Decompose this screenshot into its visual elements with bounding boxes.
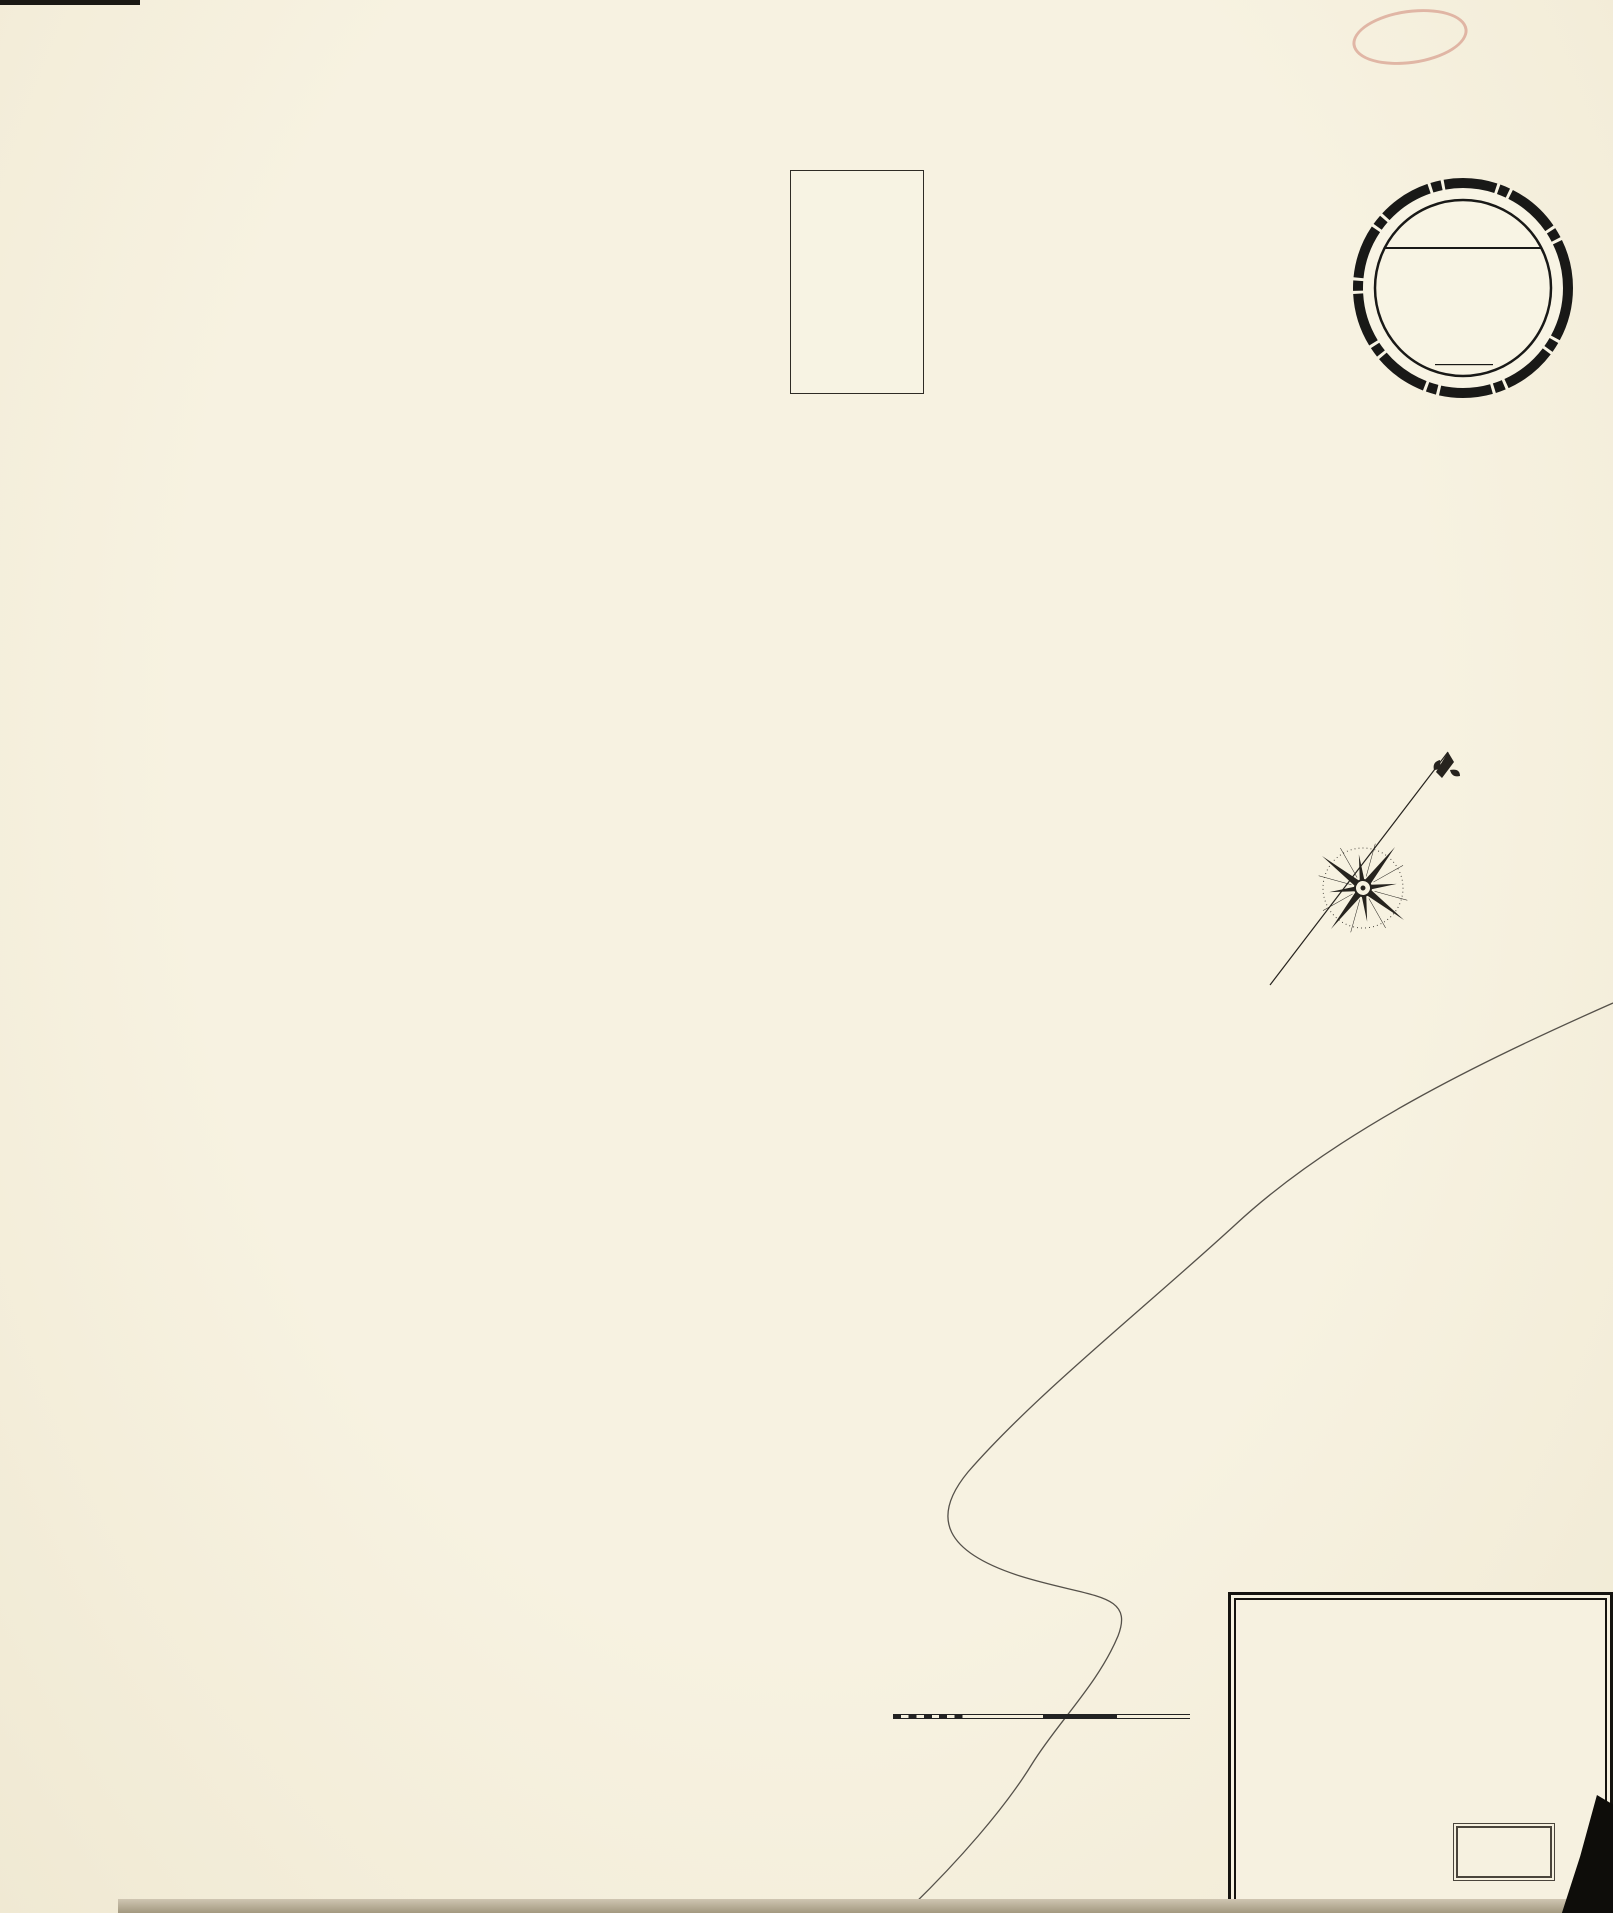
map-division-stamp (1453, 1823, 1555, 1881)
sanborn-logo (1353, 178, 1573, 398)
scale-seg-4 (1117, 1714, 1190, 1719)
scale-seg-1 (893, 1714, 970, 1719)
compass-rose (1269, 751, 1460, 986)
key-legend (790, 170, 924, 394)
paper-bottom-edge (118, 1899, 1613, 1913)
paper-edge-mark (0, 0, 140, 5)
scale-seg-2 (970, 1714, 1043, 1719)
scale-seg-3 (1043, 1714, 1117, 1719)
scale-bar (893, 1714, 1190, 1719)
